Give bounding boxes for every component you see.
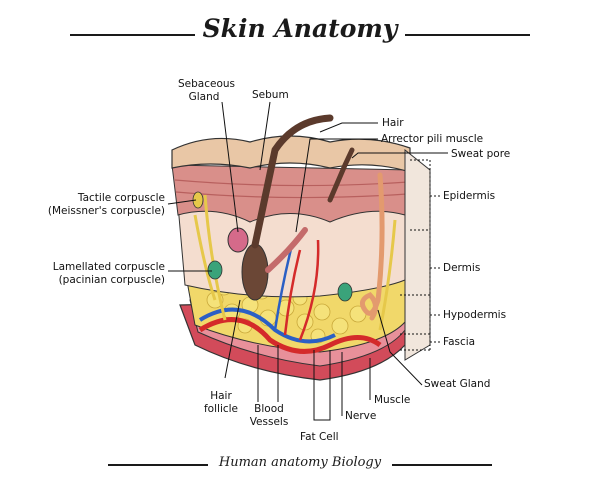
layer-bracket — [400, 159, 440, 351]
label-nerve: Nerve — [345, 410, 377, 422]
nerve-fibers — [193, 194, 397, 331]
footer-rule-left — [108, 464, 208, 466]
pacinian-corpuscle-left — [207, 260, 223, 280]
vein-branch — [273, 244, 294, 331]
vessel-branch — [283, 239, 320, 341]
block-right-side — [404, 148, 431, 361]
label-tactile-corpuscle: Tactile corpuscle (Meissner's corpuscle) — [47, 192, 165, 217]
label-blood-vessels: Blood Vessels — [249, 403, 289, 428]
footer-caption: Human anatomy Biology — [218, 455, 382, 470]
sweat-gland-duct — [359, 172, 385, 321]
hair-follicle — [241, 243, 269, 301]
label-lamellated-corpuscle: Lamellated corpuscle (pacinian corpuscle… — [52, 261, 165, 286]
artery — [198, 317, 382, 354]
title-rule-right — [405, 34, 530, 36]
page-title: Skin Anatomy — [202, 14, 398, 43]
label-hair-follicle: Hair follicle — [203, 390, 239, 415]
label-epidermis: Epidermis — [443, 190, 496, 202]
label-sweat-gland: Sweat Gland — [424, 378, 491, 390]
label-hypodermis: Hypodermis — [443, 309, 507, 321]
arrector-pili-muscle — [265, 227, 308, 273]
hair-shaft — [251, 114, 334, 249]
label-muscle: Muscle — [374, 394, 411, 406]
label-dermis: Dermis — [443, 262, 481, 274]
label-fat-cell: Fat Cell — [300, 431, 339, 443]
footer-rule-right — [392, 464, 492, 466]
title-rule-left — [70, 34, 195, 36]
label-sebaceous-gland: Sebaceous Gland — [178, 78, 236, 103]
pacinian-corpuscle-right — [337, 282, 353, 302]
label-fascia: Fascia — [443, 336, 476, 348]
label-sebum: Sebum — [252, 89, 289, 101]
leader-lines — [167, 101, 448, 421]
hair-shaft-2 — [327, 147, 355, 203]
label-hair: Hair — [382, 117, 404, 129]
label-sweat-pore: Sweat pore — [451, 148, 511, 160]
label-arrector-pili: Arrector pili muscle — [381, 133, 484, 145]
